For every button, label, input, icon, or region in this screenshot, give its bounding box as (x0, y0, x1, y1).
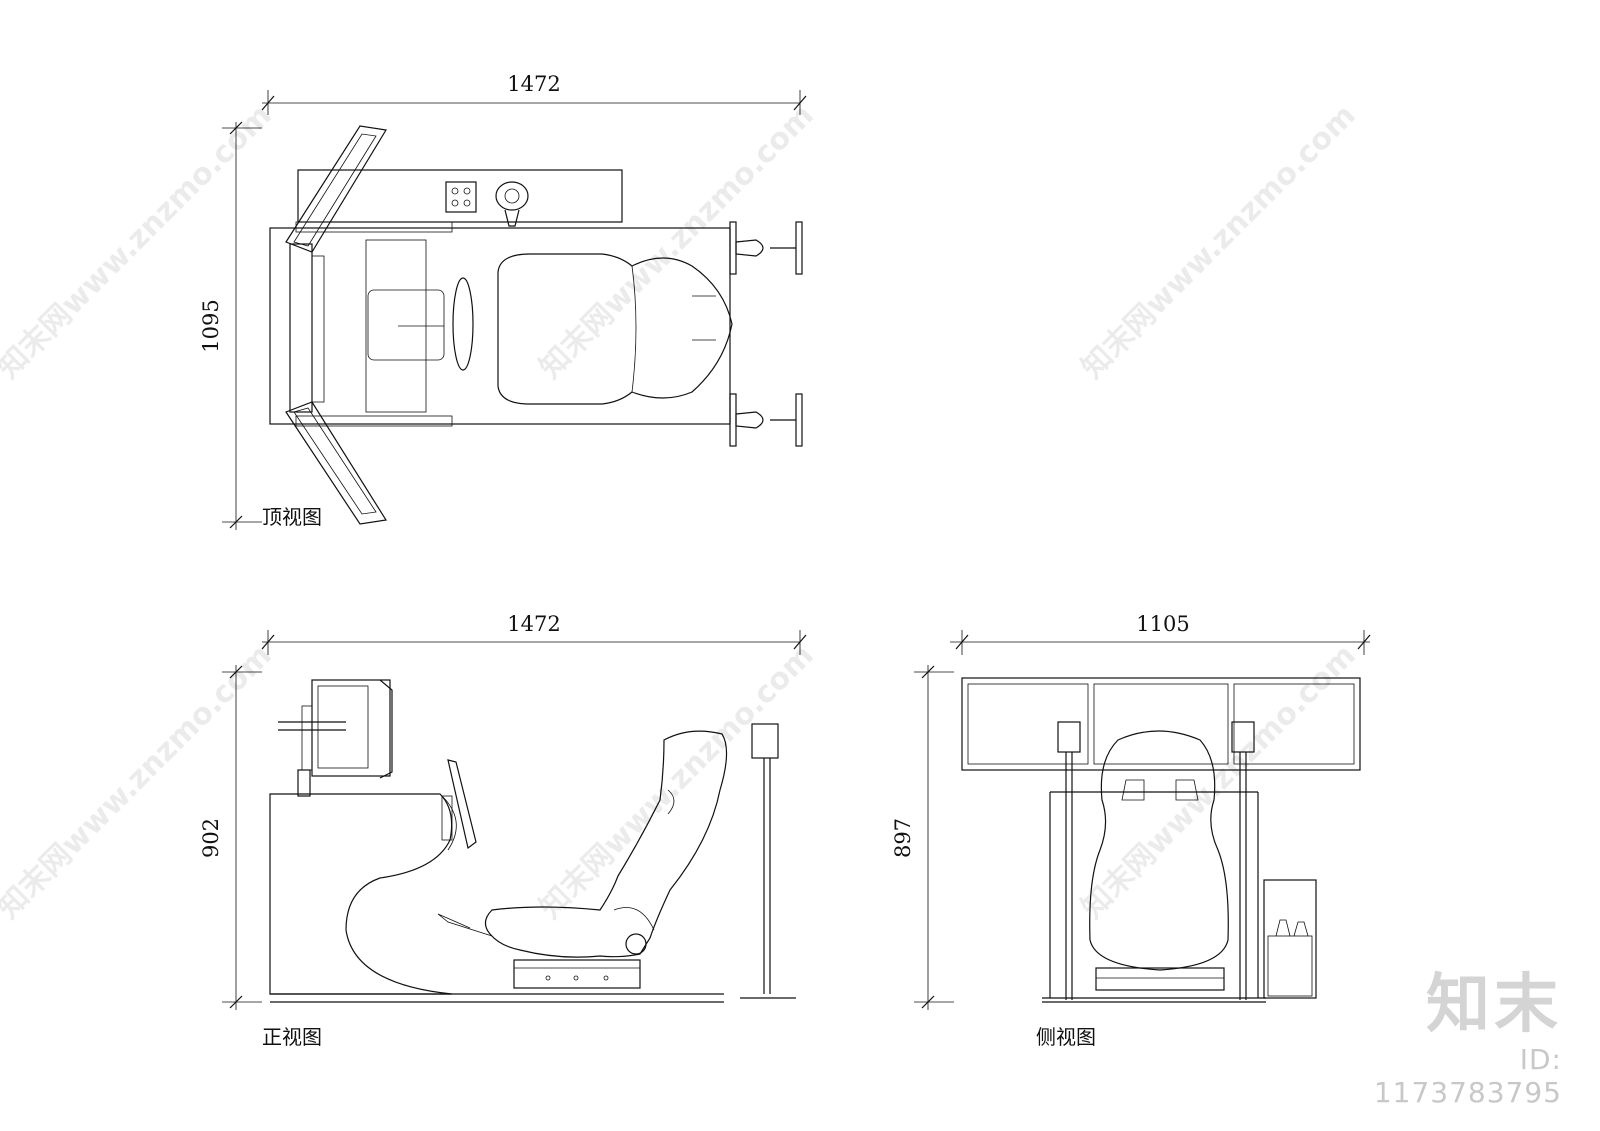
watermark-text: 知末网www.znzmo.com (0, 638, 279, 926)
top-view-label: 顶视图 (262, 505, 322, 529)
shifter (495, 181, 529, 227)
front-view-label: 正视图 (262, 1025, 322, 1049)
top-view: 1472 1095 (199, 72, 807, 530)
watermark-text: 知末网www.znzmo.com (0, 98, 279, 386)
top-height-label: 1095 (199, 299, 223, 352)
side-monitors (961, 677, 1361, 771)
front-monitor (311, 679, 391, 777)
front-steering-wheel (447, 759, 477, 850)
front-height-dimension: 902 (199, 665, 262, 1010)
side-width-dimension: 1105 (950, 612, 1371, 655)
brand-logo: 知末 (1426, 968, 1562, 1042)
top-height-dimension: 1095 (199, 121, 262, 530)
watermarks: 知末网www.znzmo.com 知末网www.znzmo.com 知末网www… (0, 98, 1363, 926)
watermark-text: 知末网www.znzmo.com (533, 98, 821, 386)
center-monitor (289, 243, 313, 413)
brand-id: ID: 1173783795 (1373, 1043, 1562, 1109)
top-pedals (729, 221, 803, 447)
front-seat (484, 730, 728, 958)
side-width-label: 1105 (1136, 612, 1189, 636)
top-width-dimension: 1472 (261, 72, 807, 115)
watermark-text: 知末网www.znzmo.com (533, 638, 821, 926)
brand-watermark: 知末 ID: 1173783795 (1322, 973, 1562, 1109)
front-width-label: 1472 (507, 612, 560, 636)
front-width-dimension: 1472 (261, 612, 807, 655)
side-view: 1105 897 侧 (891, 612, 1371, 1049)
control-box (445, 181, 477, 213)
side-height-dimension: 897 (891, 665, 954, 1010)
side-seat (1089, 730, 1229, 971)
side-pedal-box (1263, 879, 1317, 999)
front-desk (269, 793, 453, 995)
left-monitor (285, 125, 387, 253)
right-monitor (285, 401, 387, 525)
top-width-label: 1472 (507, 72, 560, 96)
front-height-label: 902 (199, 818, 223, 858)
seat-rail (513, 959, 641, 989)
top-seat (497, 253, 733, 405)
watermark-text: 知末网www.znzmo.com (1075, 98, 1363, 386)
watermark-text: 知末网www.znzmo.com (1075, 638, 1363, 926)
side-height-label: 897 (891, 818, 915, 858)
side-view-label: 侧视图 (1036, 1025, 1096, 1049)
front-pedal-stand (751, 723, 779, 759)
front-view: 1472 902 (199, 612, 807, 1049)
